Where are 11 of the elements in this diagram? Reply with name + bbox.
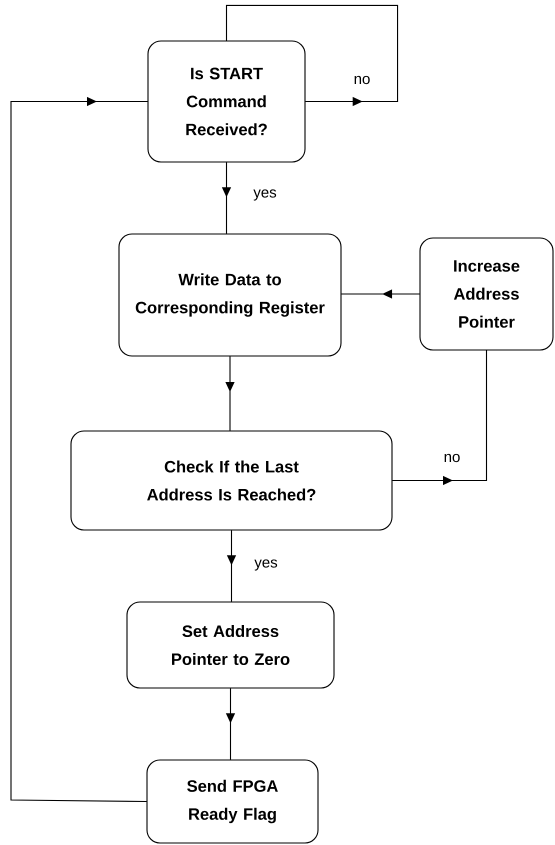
edge-label: yes	[252, 188, 278, 202]
edge-label: yes	[253, 558, 279, 572]
process-box: Check If the Last Address Is Reached?	[70, 430, 393, 531]
process-box: Send FPGA Ready Flag	[146, 759, 319, 844]
edge-label: no	[442, 452, 462, 464]
process-box: Increase Address Pointer	[419, 237, 554, 351]
edge-label: no	[352, 74, 372, 86]
arrow	[10, 96, 148, 802]
process-box: Write Data to Corresponding Register	[118, 233, 342, 357]
process-box: Set Address Pointer to Zero	[126, 601, 335, 689]
process-box: Is START Command Received?	[147, 40, 306, 163]
